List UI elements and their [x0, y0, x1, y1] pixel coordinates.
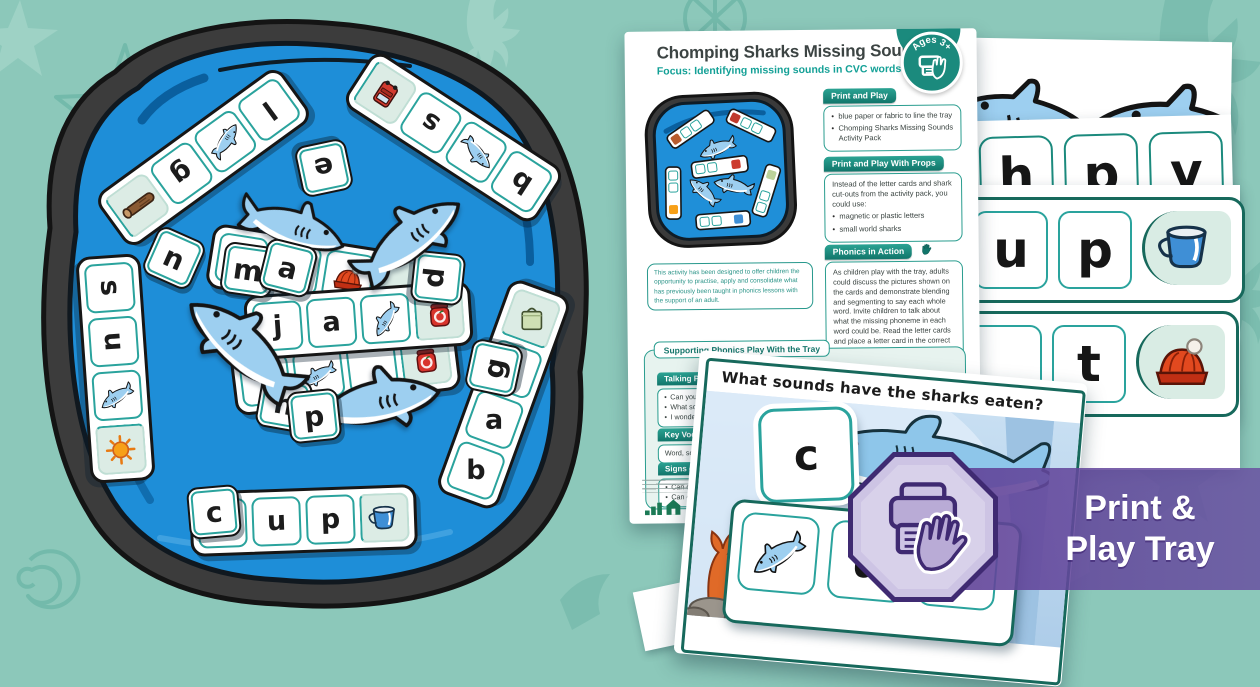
letter-cell: u — [251, 496, 302, 547]
section-print-and-play: Print and Play blue paper or fabric to l… — [823, 84, 962, 153]
instruction-sheet: Chomping Sharks Missing Sounds Focus: Id… — [624, 28, 982, 524]
shark-card — [736, 511, 821, 596]
section-header: Print and Play With Props — [823, 155, 944, 172]
section-header: Phonics in Action — [824, 243, 913, 260]
hat-picture-cell — [1136, 325, 1225, 399]
letter-cell: s — [83, 261, 136, 314]
play-tray: g l s b j a s u b a g — [10, 0, 630, 630]
mat-letter-card-c: c — [757, 406, 855, 504]
svg-text:Ages 3+: Ages 3+ — [910, 34, 954, 53]
banner-line-1: Print & — [1084, 488, 1196, 527]
letter-tile-p: p — [285, 387, 343, 445]
section-phonics-in-action: Phonics in Action As children play with … — [824, 240, 964, 363]
sun-picture-cell — [95, 423, 148, 476]
section-header: Print and Play — [823, 87, 896, 104]
cup-picture-cell — [359, 492, 410, 544]
bag-picture-cell — [499, 286, 563, 350]
hand-icon — [922, 244, 932, 255]
printer-hand-icon — [918, 55, 947, 80]
letter-cell: p — [1058, 211, 1132, 289]
letter-cell: u — [974, 211, 1048, 289]
letter-cell: b — [444, 439, 508, 503]
publisher-logo — [644, 499, 681, 516]
letter-cell: a — [462, 388, 526, 452]
letter-tile-c: c — [185, 483, 243, 541]
sheet-title: Chomping Sharks Missing Sounds — [656, 40, 932, 63]
cup-word-strip: u p — [960, 197, 1245, 303]
banner-line-2: Play Tray — [1065, 530, 1215, 568]
ages-badge: Ages 3+ — [900, 31, 964, 94]
sheet-note: This activity has been designed to offer… — [646, 261, 814, 311]
printer-cards-hand-icon — [888, 482, 971, 575]
shark-card — [91, 369, 144, 422]
letter-cell: u — [87, 315, 140, 368]
letter-tile-e: e — [293, 137, 355, 199]
mini-tray-image — [644, 91, 797, 248]
letter-cell: a — [305, 296, 358, 349]
cup-picture-cell — [1142, 211, 1231, 285]
sheet-focus: Focus: Identifying missing sounds in CVC… — [656, 62, 902, 78]
word-strips-sheet: u p t — [948, 185, 1245, 470]
letter-cell: p — [305, 494, 356, 545]
print-play-badge — [848, 452, 998, 602]
section-print-and-play-props: Print and Play With Props Instead of the… — [823, 152, 963, 243]
letter-tile-g: g — [463, 337, 525, 399]
